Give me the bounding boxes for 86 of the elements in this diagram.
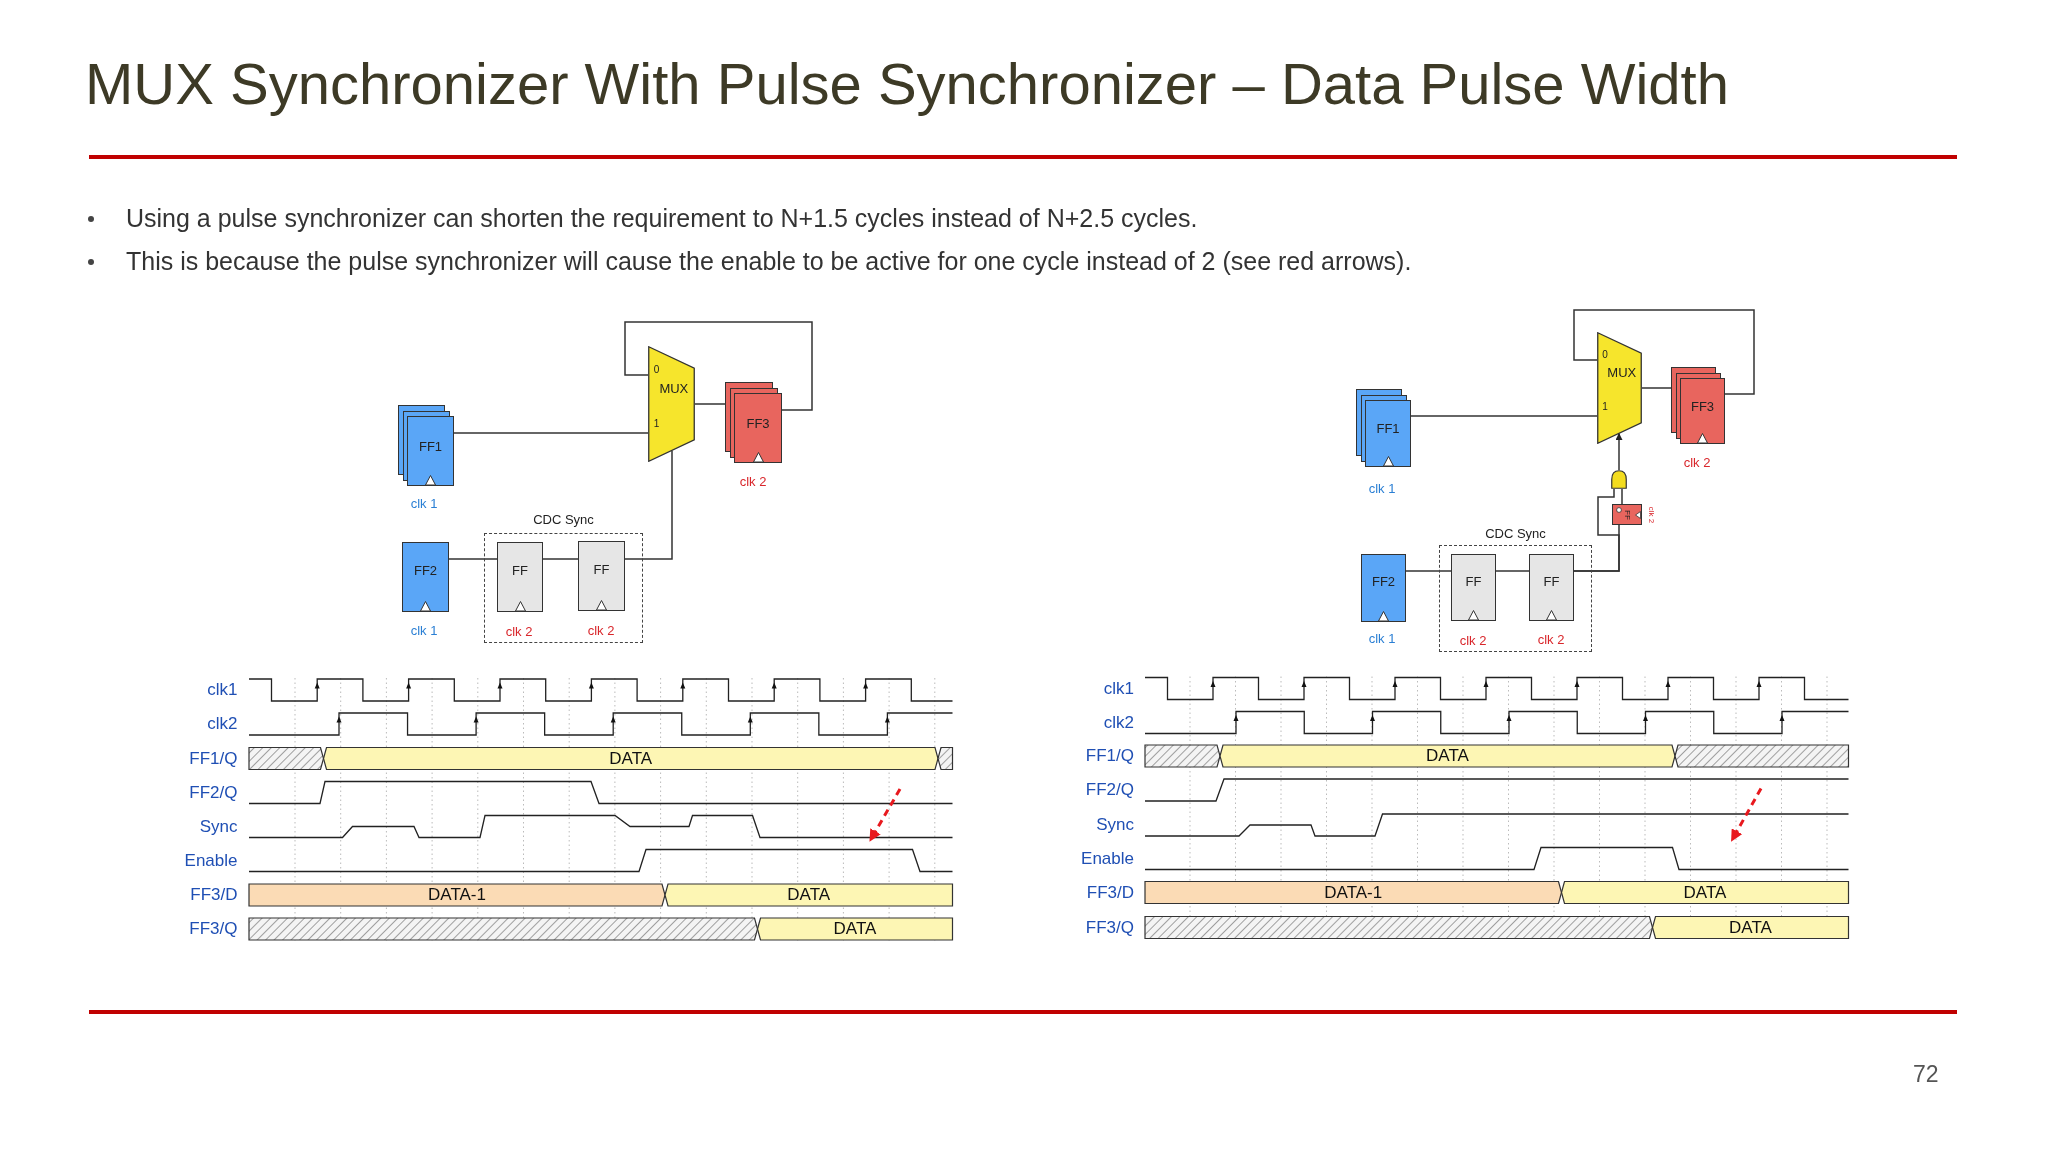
multiplexer — [1597, 332, 1642, 444]
flip-flop — [1361, 554, 1406, 622]
signal-name: FF3/Q — [189, 919, 238, 939]
flip-flop — [1529, 554, 1574, 621]
clock-label: clk 2 — [1537, 631, 1565, 647]
bus-value-label: DATA-1 — [428, 885, 486, 905]
flip-flop-stack — [1671, 367, 1725, 444]
connector-line — [1573, 309, 1755, 395]
connector-line — [1621, 488, 1623, 505]
flip-flop-stack — [1356, 389, 1411, 467]
clock-label: clk 2 — [1646, 506, 1656, 524]
multiplexer-label: MUX — [1607, 364, 1637, 380]
connector-line — [694, 403, 726, 405]
bus-value-label: DATA — [1426, 746, 1469, 766]
multiplexer-label: MUX — [659, 380, 689, 396]
signal-name: FF3/D — [1086, 882, 1134, 903]
signal-name: clk2 — [207, 714, 238, 734]
clock-label: clk 2 — [505, 623, 533, 639]
signal-name: FF2/Q — [1085, 780, 1134, 800]
flip-flop-label: FF2 — [413, 562, 438, 578]
signal-name: clk1 — [207, 680, 238, 700]
page-number: 72 — [1913, 1061, 1939, 1088]
pin-label: 1 — [653, 417, 660, 429]
flip-flop-label: FF3 — [746, 415, 770, 431]
flip-flop — [1451, 554, 1496, 621]
bullet-text: Using a pulse synchronizer can shorten the requirement to N+1.5 cycles instead of N+2.5 cycles. — [126, 204, 1198, 233]
group-heading: CDC Sync — [533, 511, 594, 527]
clock-label: clk 2 — [739, 473, 767, 489]
signal-name: Enable — [184, 850, 238, 871]
signal-name: Enable — [1081, 848, 1134, 869]
flip-flop-label: FF3 — [1690, 398, 1715, 414]
signal-name: Sync — [1096, 815, 1134, 835]
clock-label: clk 2 — [1459, 632, 1487, 648]
flip-flop — [1612, 504, 1642, 525]
connector-line — [624, 321, 813, 411]
multiplexer — [648, 346, 695, 462]
pin-label: 0 — [1602, 348, 1608, 360]
connector-line — [1410, 415, 1598, 417]
signal-name: clk2 — [1103, 712, 1134, 733]
flip-flop-label: FF — [1622, 509, 1632, 520]
bus-value-label: DATA — [787, 885, 831, 905]
logic-gate — [1611, 470, 1627, 489]
connector-line — [448, 558, 498, 560]
flip-flop-label: FF1 — [418, 438, 443, 454]
flip-flop — [402, 542, 449, 612]
signal-name: clk1 — [1103, 678, 1134, 699]
bus-value-label: DATA — [1729, 917, 1772, 938]
signal-name: FF3/Q — [1085, 917, 1134, 938]
flip-flop-stack — [725, 382, 782, 463]
connector-line — [1405, 570, 1452, 572]
clock-label: clk 2 — [1683, 454, 1711, 470]
bus-value-label: DATA — [833, 919, 877, 939]
flip-flop-label: FF — [512, 562, 528, 578]
flip-flop-label: FF1 — [1376, 420, 1400, 436]
flip-flop-label: FF — [1465, 573, 1482, 589]
flip-flop-stack — [398, 405, 454, 486]
bus-value-label: DATA — [1683, 882, 1727, 903]
clock-label: clk 1 — [410, 495, 438, 511]
clock-label: clk 2 — [587, 622, 615, 638]
clock-label: clk 1 — [410, 622, 438, 638]
slide-title: MUX Synchronizer With Pulse Synchronizer – Data Pulse Width — [85, 50, 1729, 117]
signal-name: FF1/Q — [189, 748, 238, 769]
pin-label: 1 — [1602, 400, 1608, 412]
flip-flop-label: FF2 — [1371, 573, 1396, 589]
signal-name: FF1/Q — [1085, 746, 1134, 766]
arrow — [1615, 432, 1623, 471]
bus-value-label: DATA — [609, 748, 653, 769]
connector-line — [1641, 387, 1672, 389]
connector-line — [1573, 524, 1620, 572]
connector-line — [453, 432, 649, 434]
group-heading: CDC Sync — [1485, 525, 1546, 541]
connector-line — [542, 558, 579, 560]
clock-label: clk 1 — [1368, 480, 1396, 496]
flip-flop-label: FF — [593, 561, 610, 577]
clock-label: clk 1 — [1368, 630, 1396, 646]
connector-line — [624, 450, 673, 560]
connector-line — [1495, 570, 1530, 572]
signal-name: Sync — [199, 816, 238, 837]
pin-label: 0 — [653, 363, 660, 375]
signal-name: FF2/Q — [189, 782, 238, 803]
flip-flop — [578, 541, 625, 611]
signal-name: FF3/D — [190, 885, 238, 905]
bullet-text: This is because the pulse synchronizer will cause the enable to be active for one cycle instead of 2 (see red arrows). — [126, 247, 1412, 276]
bus-value-label: DATA-1 — [1324, 882, 1383, 903]
flip-flop-label: FF — [1543, 573, 1560, 589]
flip-flop — [497, 542, 543, 612]
